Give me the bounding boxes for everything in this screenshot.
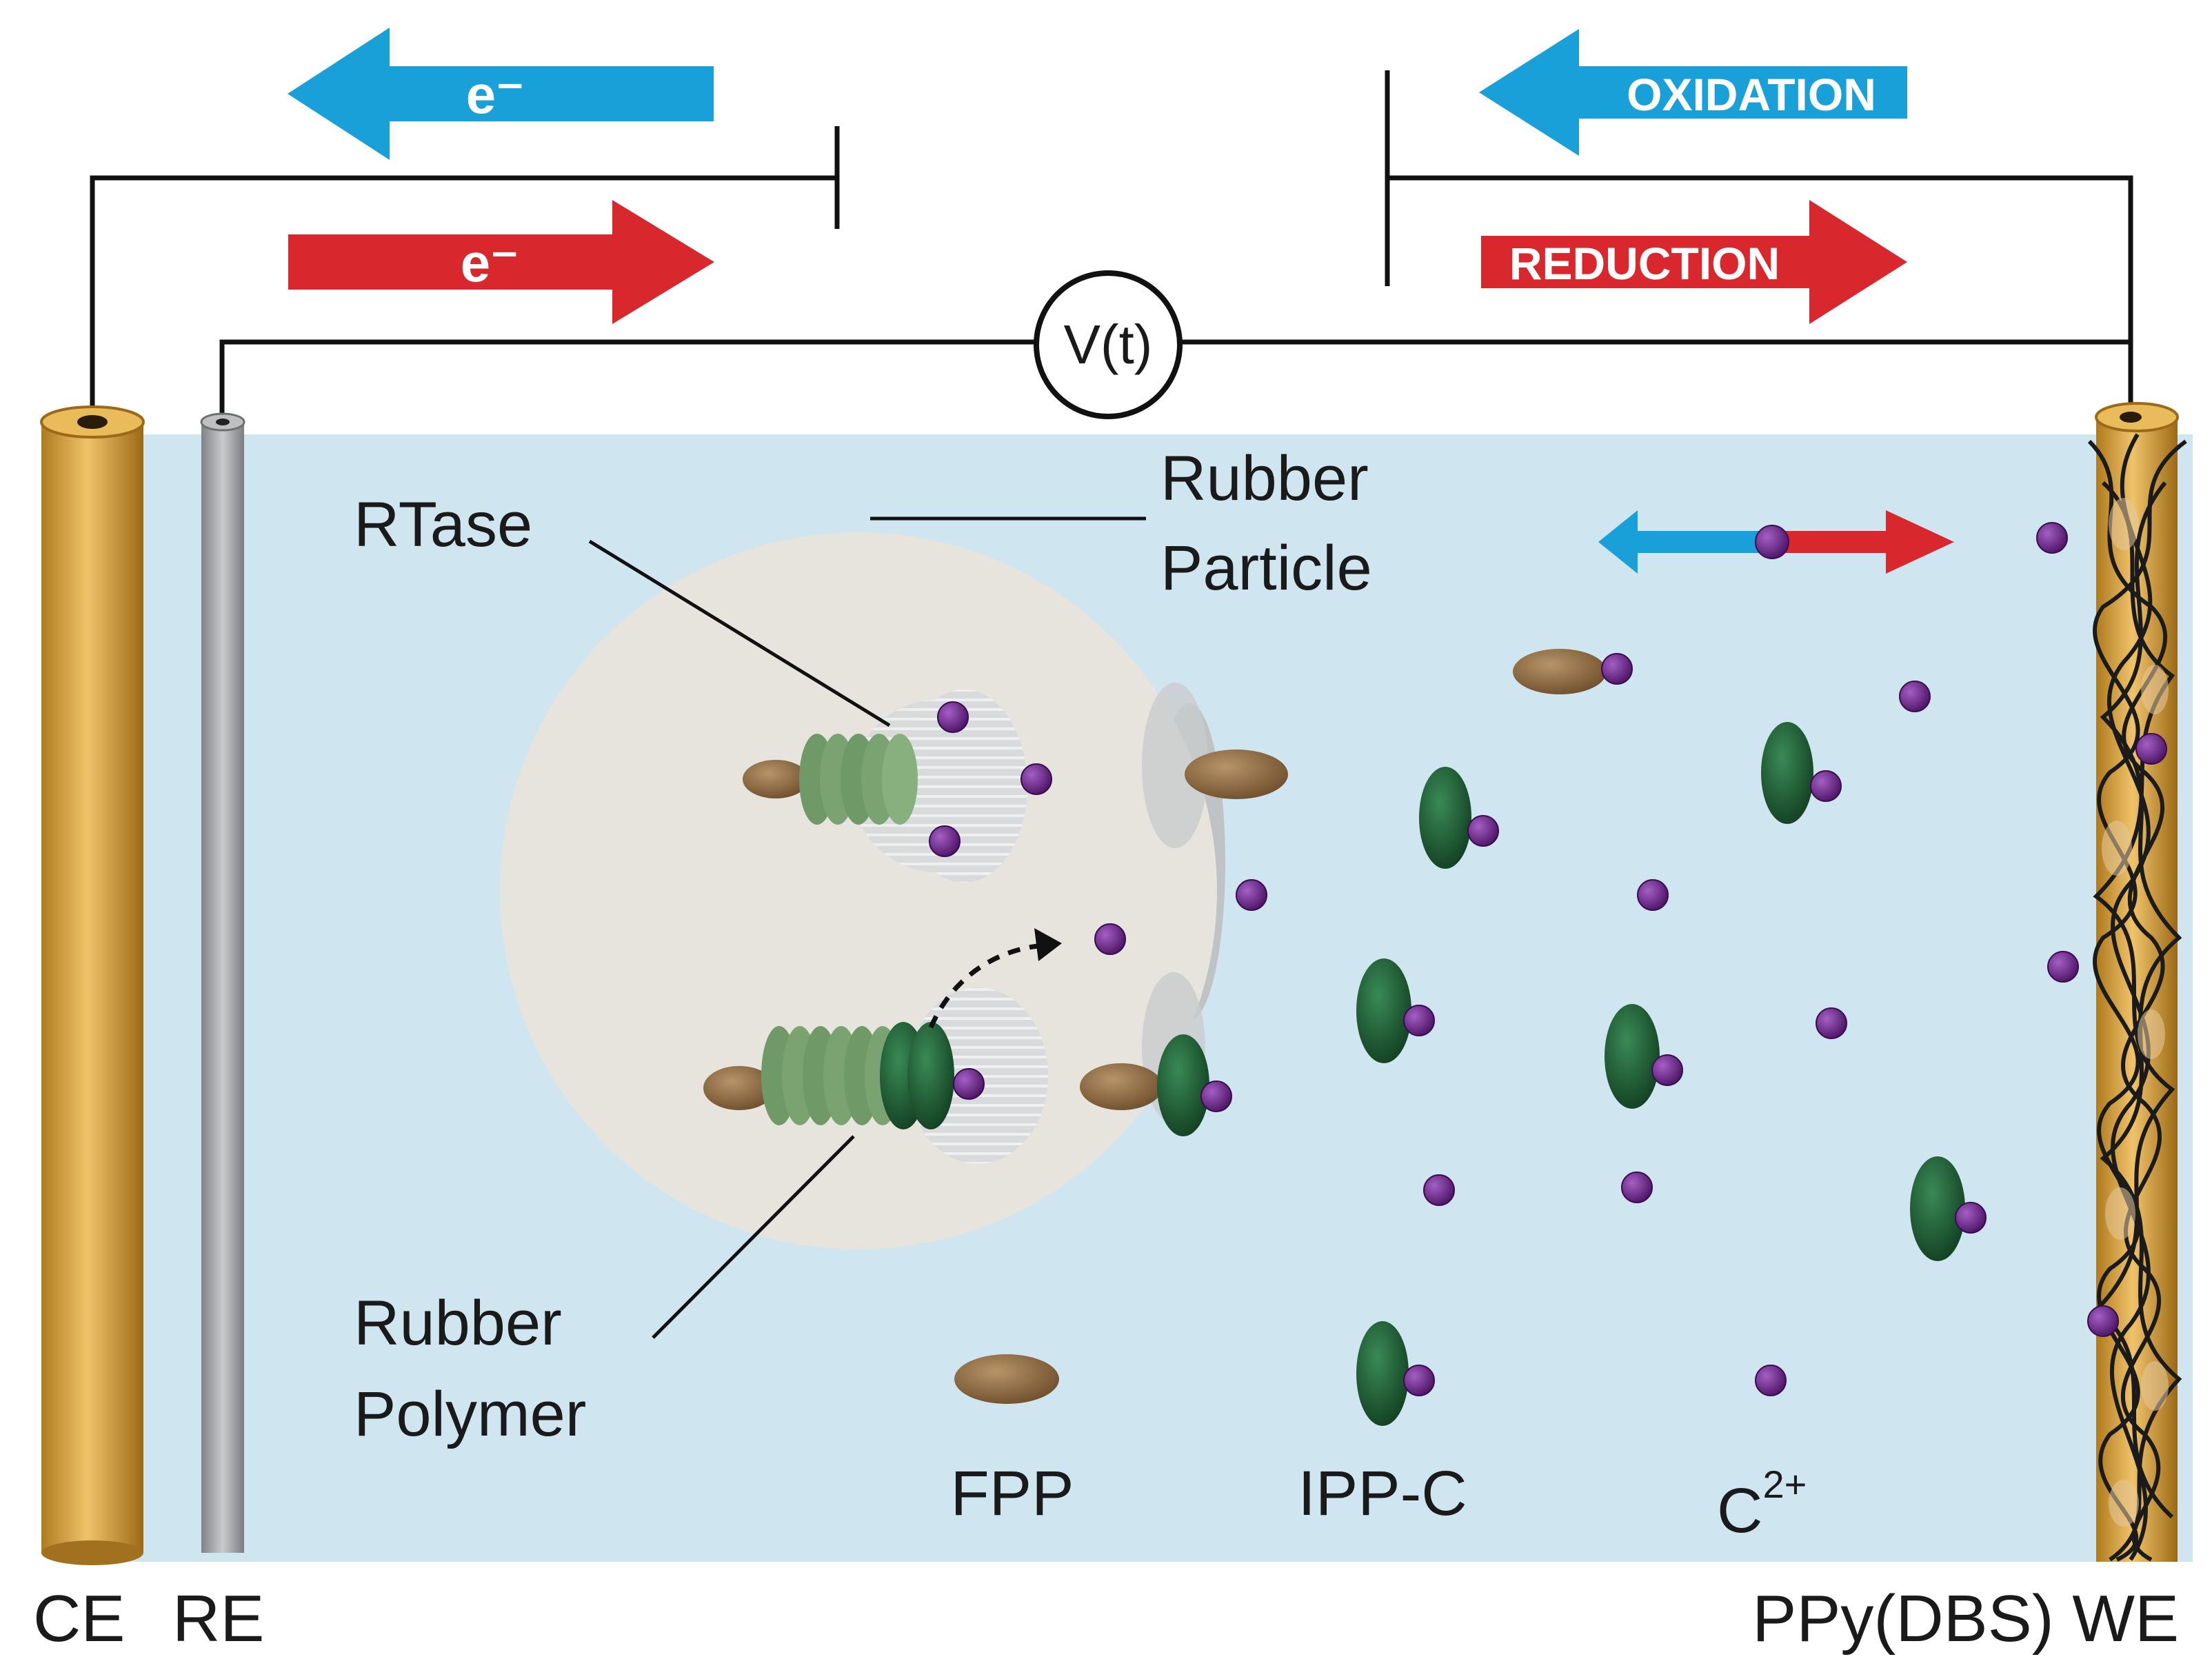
cation: [937, 701, 969, 733]
cation: [1467, 815, 1499, 847]
cation: [1816, 1007, 1847, 1039]
legend-fpp-label: FPP: [951, 1458, 1074, 1529]
fpp-molecules: [954, 649, 1607, 1404]
cation: [1621, 1172, 1653, 1203]
arrow-electron-left: e⁻: [288, 28, 714, 160]
rubber-polymer-label-2: Polymer: [354, 1379, 586, 1449]
cation: [1403, 1365, 1435, 1396]
leader-lines: [588, 516, 1146, 1339]
rtase-label: RTase: [354, 490, 532, 560]
release-arrow: [928, 928, 1062, 1029]
arrow-reduction-label: REDUCTION: [1509, 238, 1780, 289]
ce-label: CE: [33, 1582, 125, 1656]
ipp-c-molecule: [1910, 1156, 1965, 1261]
legend-ippc-label: IPP-C: [1298, 1458, 1467, 1529]
ipp-c-legend-molecule: [1356, 1321, 1409, 1426]
arrow-oxidation-label: OXIDATION: [1627, 69, 1876, 120]
counter-electrode: [40, 405, 145, 1565]
cation: [1403, 1005, 1435, 1036]
re-label: RE: [172, 1582, 264, 1656]
we-wire: [1387, 175, 2133, 419]
cation: [1094, 923, 1126, 955]
arrow-electron-right: e⁻: [288, 200, 714, 324]
we-label: PPy(DBS) WE: [1752, 1582, 2179, 1656]
fpp-molecule: [1513, 649, 1607, 694]
arrow-reduction: REDUCTION: [1481, 200, 1907, 324]
cation: [1899, 681, 1931, 712]
cation: [2087, 1305, 2119, 1337]
circuit-wires: [90, 70, 2133, 424]
arrow-electron-right-label: e⁻: [461, 232, 519, 293]
cation: [2047, 951, 2079, 983]
cation: [929, 825, 961, 857]
rubber-polymer-top: [743, 734, 918, 825]
working-electrode: [2087, 402, 2187, 1562]
fpp-molecule: [1185, 750, 1288, 799]
legend-cation-label: C2+: [1717, 1462, 1807, 1546]
legend-cation-superscript: 2+: [1762, 1462, 1807, 1506]
cation: [1236, 879, 1267, 911]
cation: [1955, 1202, 1987, 1234]
arrow-electron-left-label: e⁻: [466, 64, 525, 125]
ion-exchange-arrow: [1598, 510, 1954, 574]
cation: [1755, 1365, 1787, 1396]
rubber-particle-label-2: Particle: [1160, 533, 1372, 603]
rubber-particle-label-1: Rubber: [1160, 443, 1369, 514]
ipp-c-molecules: [1157, 722, 1965, 1426]
ppy-dbs-film-nodules: [2102, 498, 2169, 1527]
rubber-polymer-label-1: Rubber: [354, 1288, 562, 1358]
ipp-c-molecule: [1157, 1034, 1209, 1136]
ipp-c-molecule: [1419, 767, 1471, 869]
rubber-polymer-bottom: [703, 1022, 954, 1129]
ipp-c-molecule: [1605, 1004, 1660, 1109]
cation: [1810, 770, 1842, 802]
cation: [953, 1068, 985, 1100]
cation: [1651, 1054, 1683, 1086]
voltmeter-label: V(t): [1064, 314, 1153, 375]
reference-electrode: [200, 412, 245, 1553]
ce-wire: [90, 175, 837, 424]
fpp-legend-molecule: [954, 1354, 1059, 1404]
cation: [1601, 653, 1633, 685]
voltmeter: V(t): [1034, 270, 1183, 419]
cations: [929, 522, 2167, 1396]
fpp-molecule: [1080, 1063, 1163, 1110]
legend-cation-base: C: [1717, 1476, 1762, 1546]
cation: [1020, 763, 1052, 795]
cation: [2036, 522, 2068, 554]
re-wire: [219, 339, 1036, 424]
cation: [1637, 879, 1669, 911]
cation: [2135, 733, 2167, 765]
ipp-c-molecule: [1761, 722, 1813, 824]
ipp-c-molecule: [1356, 958, 1411, 1063]
cation: [1200, 1080, 1232, 1112]
arrow-oxidation: OXIDATION: [1479, 29, 1907, 156]
cation: [1423, 1174, 1455, 1206]
